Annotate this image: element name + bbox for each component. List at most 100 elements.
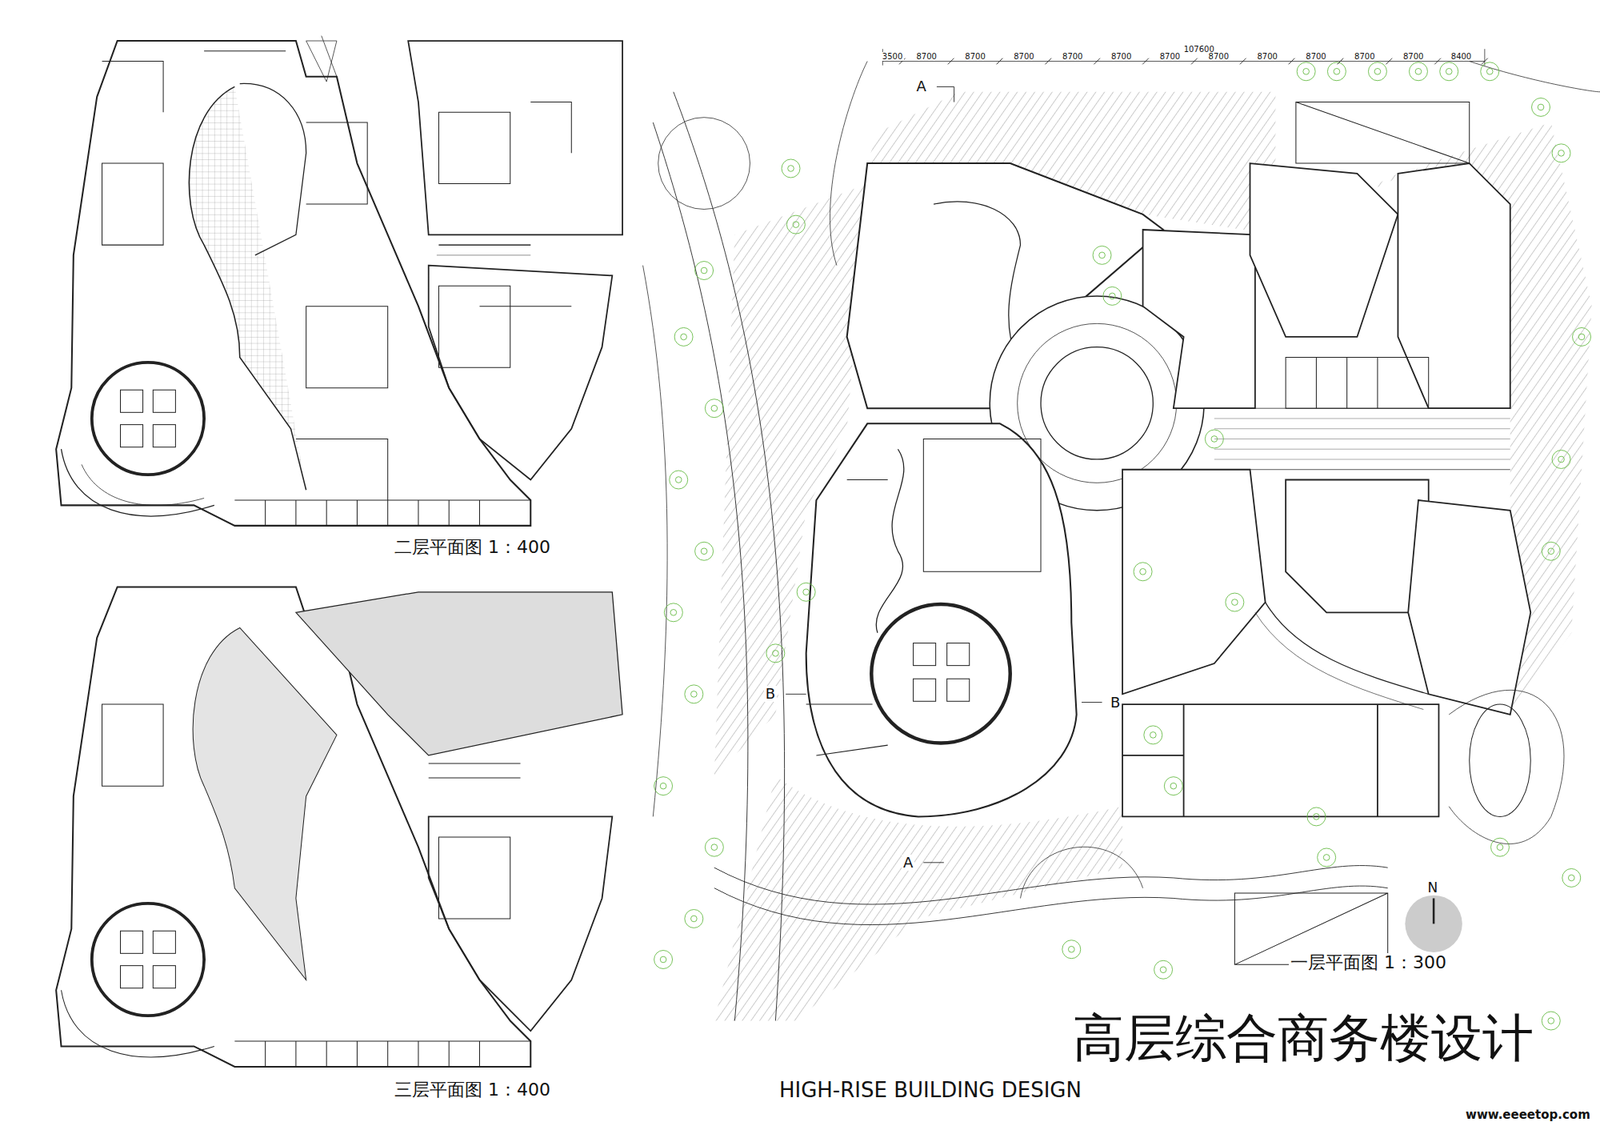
drawing-caption-wrap: HIGH-RISE BUILDING DESIGN xyxy=(777,1078,1084,1102)
tree-symbol xyxy=(1548,1017,1555,1024)
tree-symbol xyxy=(1558,456,1565,463)
dimension-tick xyxy=(1045,58,1052,65)
tree-symbol xyxy=(700,548,708,555)
tree-symbol xyxy=(695,261,714,280)
tree-symbol xyxy=(1099,252,1106,259)
tree-symbol xyxy=(660,956,667,963)
tree-symbol xyxy=(1108,292,1116,300)
tree-symbol xyxy=(1307,807,1326,826)
section-mark-wrap: A xyxy=(915,78,928,95)
tree-symbol xyxy=(1552,450,1571,469)
tree-symbol xyxy=(1572,327,1592,346)
dimension-tick xyxy=(1093,58,1100,65)
dimension-value-wrap: 8700 xyxy=(1158,47,1182,63)
tree-symbol xyxy=(704,837,724,856)
tree-symbol xyxy=(786,215,805,234)
tree-symbol xyxy=(792,221,800,228)
dimension-value-wrap: 8700 xyxy=(1012,47,1036,63)
dimension-value: 8700 xyxy=(1352,52,1376,61)
watermark-wrap: www.eeeetop.com xyxy=(1464,1106,1592,1122)
tree-symbol xyxy=(1144,725,1163,744)
dimension-tick xyxy=(1434,58,1441,65)
tree-symbol xyxy=(1408,62,1428,81)
dimension-tick xyxy=(1142,58,1149,65)
tree-symbol xyxy=(1313,813,1320,820)
tree-symbol xyxy=(1062,940,1081,959)
dimension-value: 8700 xyxy=(1158,52,1182,61)
tree-symbol xyxy=(1327,62,1346,81)
plan-title-wrap: 三层平面图 1：400 xyxy=(392,1080,552,1100)
dimension-value: 8700 xyxy=(1012,52,1036,61)
tree-symbol xyxy=(670,608,677,616)
tree-symbol xyxy=(1333,68,1340,75)
tree-symbol xyxy=(660,782,667,789)
tree-symbol xyxy=(1211,436,1218,443)
dimension-tick xyxy=(1385,58,1392,65)
dimension-value-wrap: 8700 xyxy=(963,47,987,63)
north-arrow-letter-wrap: N xyxy=(1425,880,1440,896)
tree-symbol xyxy=(1103,286,1122,305)
dimension-value: 8700 xyxy=(963,52,987,61)
tree-symbol xyxy=(766,644,785,663)
tree-symbol xyxy=(691,691,698,698)
plan-title-wrap: 二层平面图 1：400 xyxy=(392,537,552,557)
dimension-value-wrap: 8700 xyxy=(1109,47,1133,63)
tree-symbol xyxy=(1548,548,1555,555)
tree-symbol xyxy=(654,776,673,796)
watermark: www.eeeetop.com xyxy=(1464,1108,1592,1122)
tree-symbol xyxy=(1303,68,1310,75)
tree-symbol xyxy=(700,267,708,274)
tree-symbol xyxy=(1541,541,1560,560)
drawing-title: 高层综合商务楼设计 xyxy=(1071,1009,1536,1066)
dimension-value: 8700 xyxy=(1109,52,1133,61)
tree-symbol xyxy=(1317,848,1336,867)
tree-symbol xyxy=(711,404,718,412)
dimension-value-wrap: 8700 xyxy=(1401,47,1425,63)
dimension-tick xyxy=(1240,58,1247,65)
tree-symbol xyxy=(684,908,704,928)
dimension-value-wrap: 8700 xyxy=(1207,47,1231,63)
tree-symbol xyxy=(1496,844,1504,851)
drawing-title-wrap: 高层综合商务楼设计 xyxy=(1071,1009,1536,1066)
tree-symbol xyxy=(781,159,800,178)
tree-symbol xyxy=(796,582,816,601)
tree-symbol xyxy=(1232,599,1239,606)
tree-symbol xyxy=(1092,245,1112,264)
tree-symbol xyxy=(788,165,795,172)
drawing-caption: HIGH-RISE BUILDING DESIGN xyxy=(777,1078,1084,1102)
dimension-value-wrap: 8700 xyxy=(914,47,938,63)
tree-symbol xyxy=(1491,837,1510,856)
plan-title: 三层平面图 1：400 xyxy=(392,1080,552,1100)
dimension-value: 8700 xyxy=(1255,52,1279,61)
tree-symbol xyxy=(1552,144,1571,163)
tree-symbol xyxy=(1578,333,1585,340)
north-arrow-letter: N xyxy=(1425,880,1440,896)
tree-symbol xyxy=(1140,568,1147,575)
tree-symbol xyxy=(1415,68,1422,75)
dimension-tick xyxy=(1337,58,1344,65)
tree-symbol xyxy=(711,844,718,851)
tree-symbol xyxy=(654,950,673,969)
tree-symbol xyxy=(675,476,682,484)
section-mark: B xyxy=(1108,694,1122,711)
tree-symbol xyxy=(1296,62,1316,81)
dimension-value-wrap: 8700 xyxy=(1304,47,1328,63)
tree-symbol xyxy=(674,327,693,346)
section-mark: B xyxy=(764,685,777,702)
tree-symbol xyxy=(1374,68,1381,75)
tree-symbol xyxy=(1160,966,1167,973)
dimension-value-wrap: 3500 xyxy=(880,47,904,63)
dimension-value: 8700 xyxy=(1060,52,1084,61)
tree-symbol xyxy=(691,915,698,922)
plan-title: 二层平面图 1：400 xyxy=(392,537,552,557)
dimension-value-wrap: 8700 xyxy=(1352,47,1376,63)
tree-symbol xyxy=(680,333,688,340)
tree-symbol xyxy=(684,684,704,704)
tree-symbol xyxy=(803,588,810,596)
dimension-tick xyxy=(1191,58,1198,65)
section-mark-wrap: B xyxy=(764,685,777,702)
section-mark-wrap: A xyxy=(901,854,915,871)
dimension-tick xyxy=(948,58,955,65)
dimension-value: 8700 xyxy=(914,52,938,61)
tree-symbol xyxy=(1170,782,1177,789)
